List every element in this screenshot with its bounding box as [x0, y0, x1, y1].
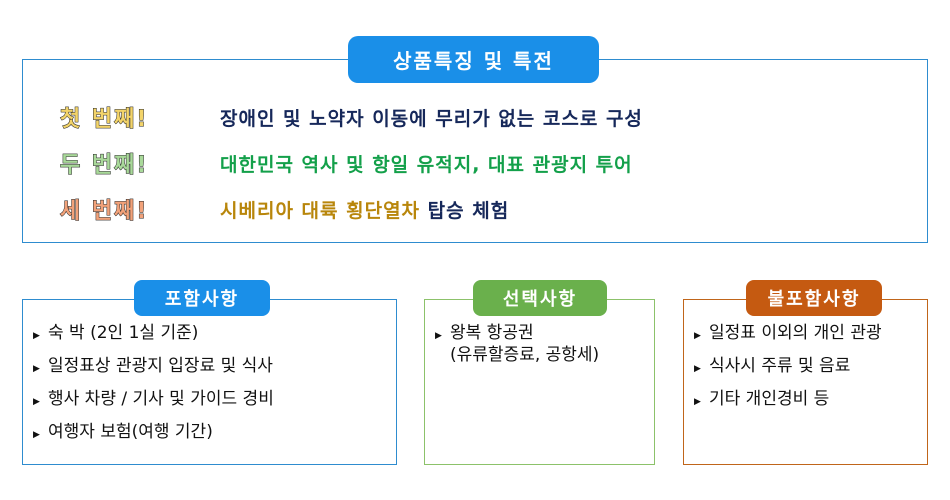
included-list: ▶숙 박 (2인 1실 기준) ▶일정표상 관광지 입장료 및 식사 ▶행사 차… [33, 322, 274, 454]
feature-desc-3-part-2: 탑승 체험 [427, 199, 510, 222]
optional-list: ▶왕복 항공권(유류할증료, 공항세) [435, 322, 599, 366]
bullet-icon: ▶ [694, 397, 701, 407]
optional-title: 선택사항 [473, 280, 607, 316]
bullet-icon: ▶ [33, 331, 40, 341]
included-box: ▶숙 박 (2인 1실 기준) ▶일정표상 관광지 입장료 및 식사 ▶행사 차… [22, 299, 397, 465]
feature-ordinal-1: 첫 번째! [60, 107, 149, 133]
bullet-icon: ▶ [694, 331, 701, 341]
bullet-icon: ▶ [694, 364, 701, 374]
bullet-icon: ▶ [33, 397, 40, 407]
list-item: ▶기타 개인경비 등 [694, 388, 882, 421]
list-item: ▶일정표 이외의 개인 관광 [694, 322, 882, 355]
feature-desc-3: 시베리아 대륙 횡단열차 탑승 체험 [220, 196, 509, 223]
feature-row-2: 두 번째! 대한민국 역사 및 항일 유적지, 대표 관광지 투어 [60, 146, 633, 180]
list-item: ▶숙 박 (2인 1실 기준) [33, 322, 274, 355]
feature-ordinal-2: 두 번째! [60, 153, 149, 179]
bullet-icon: ▶ [33, 430, 40, 440]
feature-desc-1: 장애인 및 노약자 이동에 무리가 없는 코스로 구성 [220, 107, 643, 130]
feature-desc-3-part-1: 시베리아 대륙 횡단열차 [220, 199, 428, 222]
feature-desc-2: 대한민국 역사 및 항일 유적지, 대표 관광지 투어 [220, 153, 633, 176]
list-item: ▶왕복 항공권(유류할증료, 공항세) [435, 323, 600, 365]
included-title: 포함사항 [134, 280, 270, 316]
feature-row-3: 세 번째! 시베리아 대륙 횡단열차 탑승 체험 [60, 192, 509, 226]
list-item: ▶일정표상 관광지 입장료 및 식사 [33, 355, 274, 388]
feature-ordinal-3: 세 번째! [60, 199, 149, 225]
bullet-icon: ▶ [435, 331, 442, 341]
features-title: 상품특징 및 특전 [348, 36, 599, 83]
excluded-box: ▶일정표 이외의 개인 관광 ▶식사시 주류 및 음료 ▶기타 개인경비 등 [683, 299, 928, 465]
excluded-title: 불포함사항 [746, 280, 882, 316]
list-item: ▶여행자 보험(여행 기간) [33, 421, 274, 454]
feature-row-1: 첫 번째! 장애인 및 노약자 이동에 무리가 없는 코스로 구성 [60, 100, 643, 134]
list-item: ▶행사 차량 / 기사 및 가이드 경비 [33, 388, 274, 421]
list-item: ▶식사시 주류 및 음료 [694, 355, 882, 388]
optional-box: ▶왕복 항공권(유류할증료, 공항세) [424, 299, 655, 465]
excluded-list: ▶일정표 이외의 개인 관광 ▶식사시 주류 및 음료 ▶기타 개인경비 등 [694, 322, 882, 421]
bullet-icon: ▶ [33, 364, 40, 374]
